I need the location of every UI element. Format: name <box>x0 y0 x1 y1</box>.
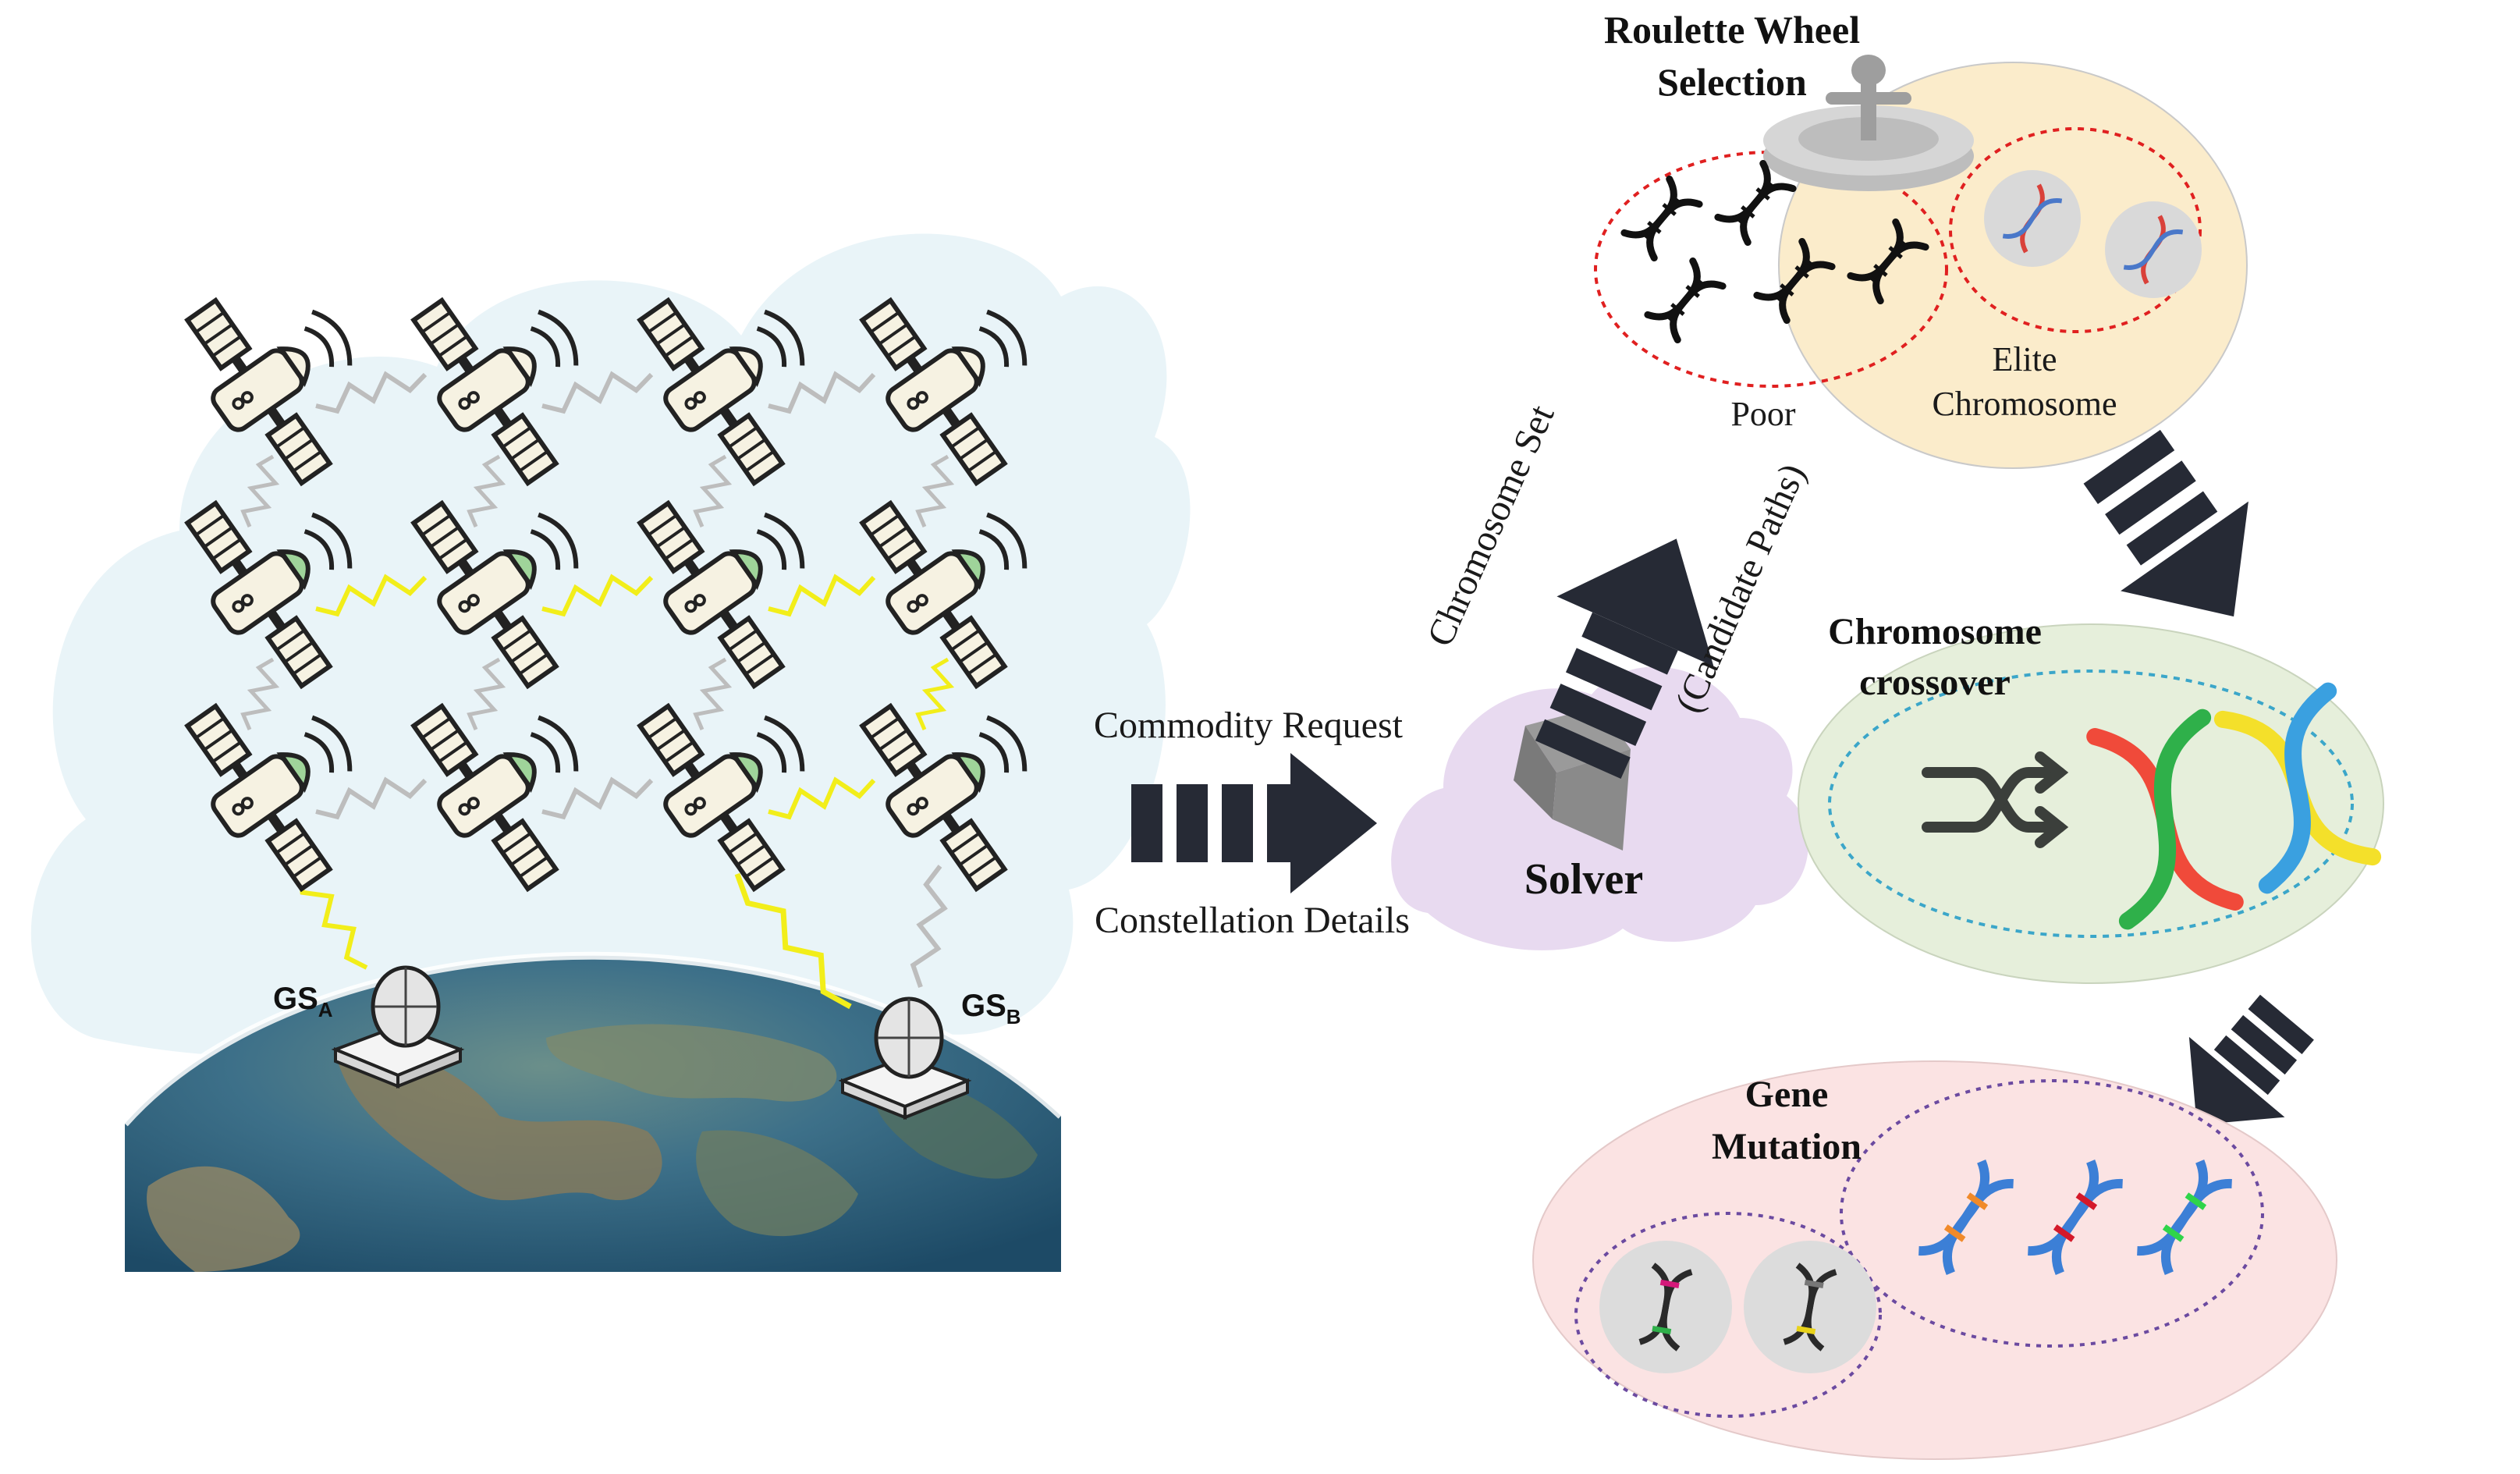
idle-link-icon <box>467 454 506 527</box>
poor-label: Poor <box>1730 395 1795 433</box>
active-link-icon <box>768 776 876 820</box>
ground-station-b: GSB <box>838 989 1021 1120</box>
idle-link-icon <box>240 657 280 730</box>
mutation-title-line1: Gene <box>1745 1074 1829 1115</box>
idle-link-icon <box>541 776 654 820</box>
satellite-icon <box>637 702 805 893</box>
satellite-icon <box>184 702 353 893</box>
constellation-cloud <box>30 233 1191 1062</box>
idle-link-icon <box>315 776 428 820</box>
idle-link-icon <box>693 657 733 730</box>
idle-link-icon <box>541 371 654 414</box>
satellite-icon <box>859 499 1028 690</box>
satellite-icon <box>184 297 353 487</box>
satellite-icon <box>637 297 805 487</box>
idle-link-icon <box>910 865 948 988</box>
mutation-ellipse <box>1532 1060 2337 1460</box>
dna-helix-icon <box>1638 1263 1693 1351</box>
original-genes <box>1599 1241 1876 1373</box>
satellite-grid <box>184 297 1028 893</box>
satellite-icon <box>410 702 579 893</box>
dna-helix-icon <box>2002 183 2063 254</box>
dna-helix-icon <box>1918 1160 2014 1275</box>
active-link-icon <box>734 872 852 1010</box>
solver-label: Solver <box>1524 855 1643 904</box>
satellite-icon <box>859 297 1028 487</box>
satellite-icon <box>859 702 1028 893</box>
dna-helix-icon <box>1624 179 1699 258</box>
constellation-details-label: Constellation Details <box>1095 900 1410 941</box>
roulette-title-line1: Roulette Wheel <box>1604 8 1860 52</box>
input-arrow-icon <box>1131 753 1377 893</box>
gs-a-label: GSA <box>273 982 333 1021</box>
satellite-icon <box>410 499 579 690</box>
gs-b-label: GSB <box>961 989 1021 1028</box>
satellite-icon <box>637 499 805 690</box>
chromosome-set-arrow-icon <box>1535 538 1714 779</box>
mutation-title-line2: Mutation <box>1712 1126 1862 1167</box>
earth-image <box>122 951 1064 1272</box>
shuffle-icon <box>1922 751 2069 848</box>
dna-helix-icon <box>2213 682 2382 894</box>
active-link-icon <box>541 574 654 617</box>
crossover-title-line2: crossover <box>1859 662 2011 703</box>
active-link-icon <box>768 574 876 617</box>
crossover-to-mutation-arrow-icon <box>2188 994 2314 1125</box>
dna-helix-icon <box>2137 1160 2232 1275</box>
dna-helix-icon <box>1648 261 1723 339</box>
poor-group-ellipse <box>1594 151 1948 388</box>
active-link-icon <box>315 574 428 617</box>
ground-station-a: GSA <box>273 965 465 1089</box>
dna-helix-icon <box>2123 215 2184 285</box>
active-link-icon <box>298 869 368 970</box>
mutated-group-ellipse <box>1840 1079 2264 1348</box>
selection-to-crossover-arrow-icon <box>2083 429 2248 617</box>
mutated-genes <box>1918 1160 2232 1275</box>
satellite-icon <box>410 297 579 487</box>
idle-link-icon <box>240 454 280 527</box>
idle-link-icon <box>768 371 876 414</box>
idle-link-icon <box>467 657 506 730</box>
elite-group-ellipse <box>1949 127 2202 333</box>
idle-link-icon <box>915 454 955 527</box>
crossover-inner-ellipse <box>1828 670 2354 938</box>
roulette-wheel-icon <box>1763 55 1974 191</box>
idle-link-icon <box>693 454 733 527</box>
dna-helix-icon <box>1783 1263 1837 1351</box>
crossover-title-line1: Chromosome <box>1828 611 2042 652</box>
inter-satellite-links <box>240 371 955 1010</box>
roulette-title-line2: Selection <box>1657 60 1807 104</box>
elite-chromosomes <box>1984 170 2202 298</box>
chromosome-set-label: Chromosome Set <box>1419 399 1563 652</box>
idle-link-icon <box>315 371 428 414</box>
active-link-icon <box>915 657 955 730</box>
elite-label-line1: Elite <box>1992 340 2057 378</box>
original-group-ellipse <box>1574 1212 1882 1418</box>
satellite-icon <box>184 499 353 690</box>
elite-label-line2: Chromosome <box>1932 385 2117 423</box>
dna-helix-icon <box>2028 1160 2123 1275</box>
commodity-request-label: Commodity Request <box>1094 705 1404 746</box>
dna-helix-icon <box>2086 709 2244 930</box>
